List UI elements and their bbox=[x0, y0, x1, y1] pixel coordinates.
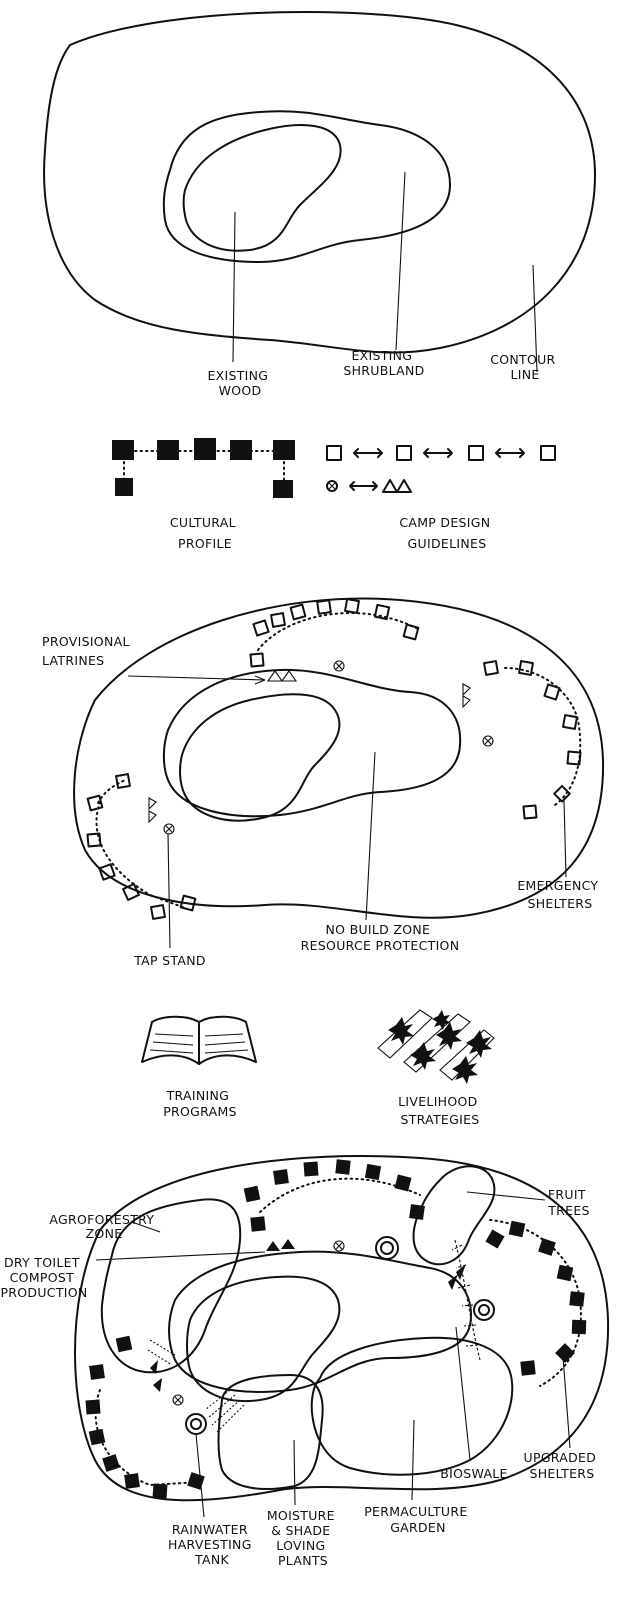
camp-design-guidelines-icon bbox=[327, 446, 555, 492]
book-icon bbox=[142, 1017, 256, 1064]
moisture-plants-label: MOISTURE & SHADE LOVING PLANTS bbox=[267, 1508, 339, 1568]
panel-existing-site: EXISTING WOOD EXISTING SHRUBLAND CONTOUR… bbox=[44, 12, 595, 398]
permaculture-garden-label: PERMACULTURE GARDEN bbox=[364, 1504, 472, 1535]
contour-line-outline bbox=[44, 12, 595, 353]
panel-programs: TRAINING PROGRAMS LIVELIHOOD STRATEGIES bbox=[142, 1010, 494, 1127]
tap-stand-label: TAP STAND bbox=[133, 953, 206, 968]
bioswale-label: BIOSWALE bbox=[440, 1466, 508, 1481]
existing-shrubland-label: EXISTING SHRUBLAND bbox=[343, 348, 424, 378]
training-programs-label: TRAINING PROGRAMS bbox=[163, 1088, 237, 1119]
contour-line-label: CONTOUR LINE bbox=[490, 352, 560, 382]
rainwater-tanks-symbols bbox=[186, 1237, 494, 1434]
dry-toilets-symbols bbox=[150, 1239, 466, 1392]
no-build-zone-wood bbox=[180, 694, 339, 820]
rainwater-tank-label: RAINWATER HARVESTING TANK bbox=[168, 1522, 256, 1567]
fruit-trees-shape bbox=[414, 1166, 495, 1264]
panel-upgraded-settlement: AGROFORESTRY ZONE DRY TOILET COMPOST PRO… bbox=[0, 1156, 608, 1568]
dry-toilet-label: DRY TOILET COMPOST PRODUCTION bbox=[0, 1255, 87, 1300]
tap-stand-symbols bbox=[164, 661, 493, 834]
agroforestry-zone-label: AGROFORESTRY ZONE bbox=[49, 1212, 158, 1241]
upgraded-shelters-label: UPGRADED SHELTERS bbox=[524, 1450, 601, 1481]
cultural-profile-icon bbox=[112, 438, 295, 498]
shrubland-upgraded bbox=[169, 1252, 471, 1392]
existing-shrubland-shape bbox=[164, 111, 450, 262]
cultural-profile-label: CULTURAL PROFILE bbox=[170, 515, 240, 551]
settlement-outline bbox=[75, 1156, 608, 1500]
camp-design-guidelines-label: CAMP DESIGN GUIDELINES bbox=[399, 515, 494, 551]
fruit-trees-label: FRUIT TREES bbox=[547, 1187, 590, 1218]
camp-site-outline bbox=[74, 598, 603, 917]
permaculture-garden-shape bbox=[312, 1338, 513, 1475]
emergency-shelters-label: EMERGENCY SHELTERS bbox=[517, 878, 602, 911]
no-build-zone-label: NO BUILD ZONE RESOURCE PROTECTION bbox=[301, 922, 460, 953]
upgraded-shelters-group bbox=[86, 1159, 587, 1498]
livelihood-strategies-label: LIVELIHOOD STRATEGIES bbox=[398, 1094, 482, 1127]
existing-wood-label: EXISTING WOOD bbox=[207, 368, 272, 398]
no-build-zone-shrubland bbox=[164, 670, 460, 816]
panel-emergency-camp: PROVISIONAL LATRINES EMERGENCY SHELTERS … bbox=[42, 598, 603, 968]
panel-guidelines: CULTURAL PROFILE CAMP DESIGN GUIDELINES bbox=[112, 438, 555, 551]
livelihood-plants-icon bbox=[378, 1010, 494, 1084]
existing-wood-shape bbox=[184, 125, 341, 251]
provisional-latrines-label: PROVISIONAL LATRINES bbox=[42, 634, 134, 668]
